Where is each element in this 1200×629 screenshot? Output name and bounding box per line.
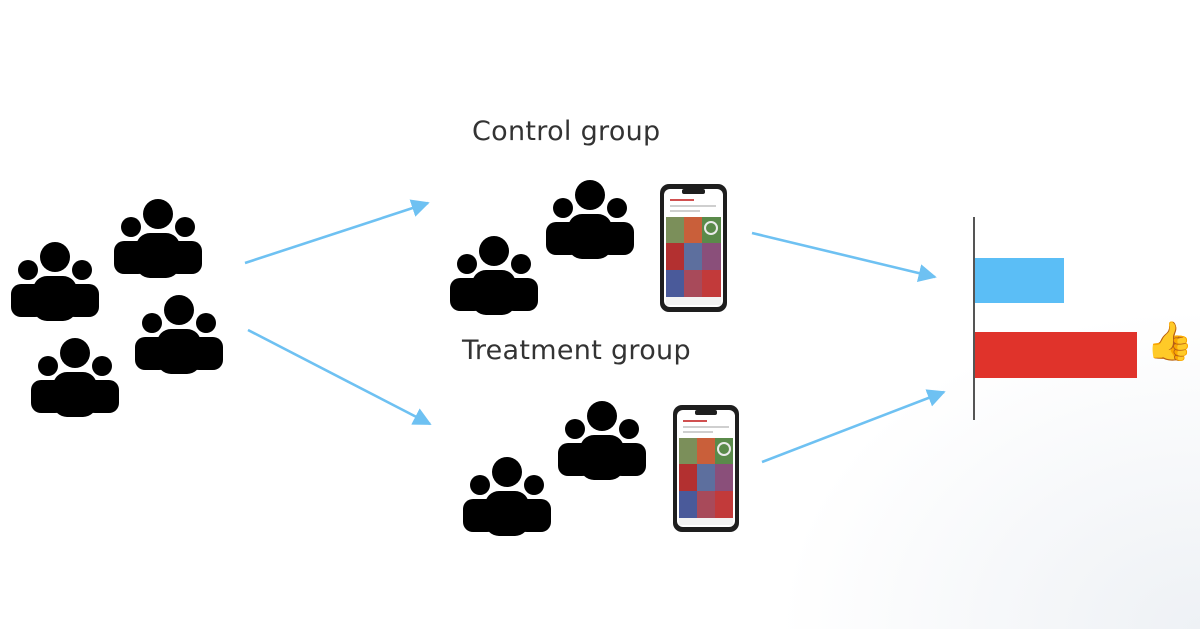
people-group-icon bbox=[135, 295, 223, 374]
treatment-result-bar bbox=[975, 332, 1137, 378]
people-group-icon bbox=[450, 236, 538, 315]
treatment-group-people bbox=[463, 401, 646, 536]
people-group-icon bbox=[114, 199, 202, 278]
people-group-icon bbox=[31, 338, 119, 417]
thumbs-up-icon: 👍 bbox=[1146, 319, 1194, 363]
control-phone bbox=[660, 184, 727, 312]
arrow-control-to-result bbox=[751, 231, 937, 283]
arrow-to-control bbox=[244, 199, 430, 265]
control-result-bar bbox=[975, 258, 1064, 303]
people-group-icon bbox=[558, 401, 646, 480]
control-group-people bbox=[450, 180, 634, 315]
arrow-treatment-to-result bbox=[761, 389, 946, 464]
control-group-label: Control group bbox=[472, 116, 661, 147]
treatment-group-label: Treatment group bbox=[462, 335, 691, 366]
people-group-icon bbox=[11, 242, 99, 321]
arrow-to-treatment bbox=[247, 328, 432, 426]
people-group-icon bbox=[546, 180, 634, 259]
population bbox=[11, 199, 223, 417]
people-group-icon bbox=[463, 457, 551, 536]
treatment-phone bbox=[673, 405, 739, 532]
